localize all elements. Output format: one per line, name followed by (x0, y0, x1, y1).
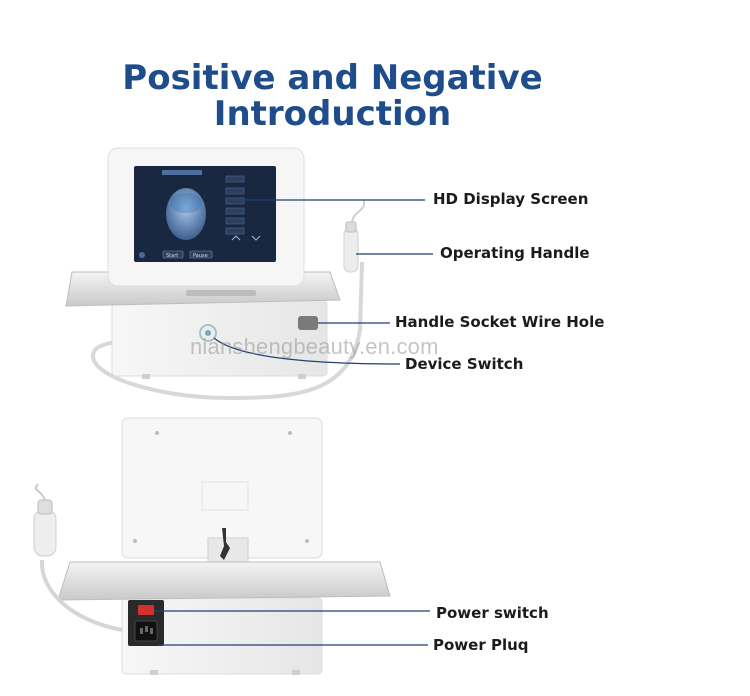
face-treatment-zone (170, 193, 202, 213)
screen-pause-label: Pause (193, 253, 208, 259)
housing-slot (186, 290, 256, 296)
screen-pause-button (189, 250, 213, 259)
screen-arrows (231, 235, 261, 241)
callout-device-switch: Device Switch (405, 355, 524, 373)
foot-left (142, 374, 150, 379)
watermark: nianshengbeauty.en.com (190, 334, 439, 359)
page-title-line-2: Introduction (213, 94, 452, 134)
screen-mode-tabs (162, 170, 202, 175)
callout-operating-handle: Operating Handle (440, 244, 590, 262)
callout-power-switch: Power switch (436, 604, 549, 622)
back-foot-right (292, 670, 300, 675)
screw-1 (155, 431, 159, 435)
screen-start-button (162, 250, 184, 259)
screen-start-label: Start (166, 253, 178, 259)
power-switch (138, 605, 154, 615)
screw-2 (288, 431, 292, 435)
operating-handle (343, 199, 366, 273)
callout-handle-socket: Handle Socket Wire Hole (395, 313, 605, 331)
face-image (166, 188, 206, 240)
screw-3 (133, 539, 137, 543)
back-operating-handle (33, 483, 123, 632)
screen-param-6 (225, 227, 245, 235)
foot-right (298, 374, 306, 379)
handle-hook (220, 528, 230, 560)
plug-pin-2 (145, 626, 148, 632)
leader-device-switch (213, 337, 401, 365)
screen-home-icon (139, 252, 145, 258)
handle-socket (298, 316, 318, 330)
back-panel-label-area (201, 481, 249, 511)
page-title-line-1: Positive and Negative (122, 58, 543, 98)
screw-4 (305, 539, 309, 543)
callout-display-screen: HD Display Screen (433, 190, 589, 208)
screen-param-3 (225, 197, 245, 205)
device-switch-center (205, 330, 211, 336)
back-foot-left (150, 670, 158, 675)
plug-pin-3 (150, 628, 153, 634)
screen-param-1 (225, 175, 245, 183)
back-panel (121, 417, 323, 559)
screen-param-5 (225, 217, 245, 225)
device-tray-back (57, 561, 391, 601)
screen-param-2 (225, 187, 245, 195)
screen-param-4 (225, 207, 245, 215)
callout-power-plug: Power Pluq (433, 636, 529, 654)
plug-pin-1 (140, 628, 143, 634)
